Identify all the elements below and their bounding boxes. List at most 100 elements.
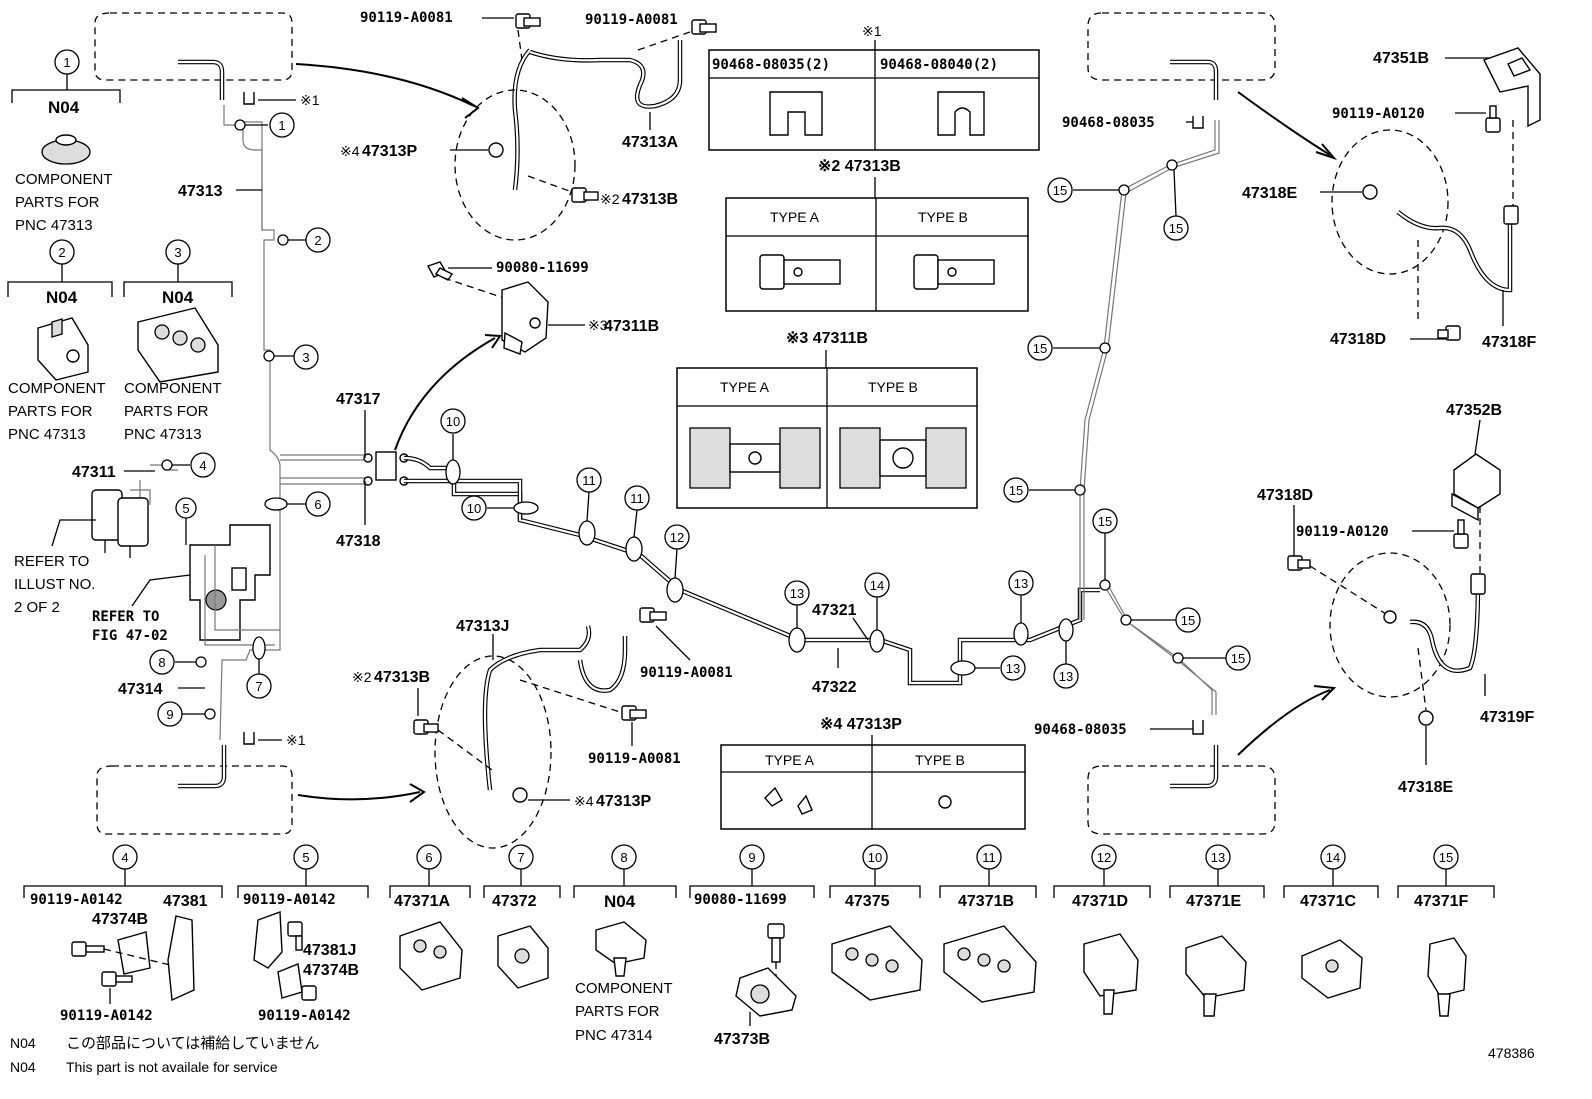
svg-text:47313B: 47313B	[622, 191, 678, 208]
svg-text:ILLUST NO.: ILLUST NO.	[14, 576, 95, 593]
clip-type-a-icon	[764, 786, 783, 807]
diagram-id: 478386	[1488, 1045, 1535, 1061]
note-code: N04	[10, 1035, 36, 1051]
bolt-icon	[571, 187, 599, 203]
union-connector-icon	[375, 451, 397, 481]
table-x2: ※2 47313B TYPE A TYPE B	[725, 158, 1029, 312]
part-47313a-label: 47313A	[622, 134, 678, 151]
svg-text:9: 9	[166, 707, 173, 722]
svg-text:COMPONENT: COMPONENT	[8, 380, 106, 397]
clip-icon	[1192, 116, 1204, 129]
bolt-icon	[301, 985, 317, 1001]
svg-text:90468-08035: 90468-08035	[1034, 722, 1127, 738]
svg-text:2: 2	[314, 233, 321, 248]
svg-text:PNC 47314: PNC 47314	[575, 1027, 653, 1044]
part-47313-label: 47313	[178, 183, 223, 200]
svg-text:10: 10	[868, 850, 882, 865]
bracket-type-a-icon	[689, 427, 821, 489]
svg-text:47318D: 47318D	[1330, 331, 1386, 348]
bottom-group-5: 5 90119-A0142 47381J 47374B 90119-A0142	[237, 844, 369, 1024]
svg-text:15: 15	[1053, 183, 1067, 198]
svg-text:47371A: 47371A	[394, 893, 450, 910]
svg-text:2 OF 2: 2 OF 2	[14, 599, 60, 616]
bottom-group-14: 14 47371C	[1283, 844, 1379, 999]
bolt-icon	[621, 705, 647, 721]
svg-text:90119-A0142: 90119-A0142	[30, 892, 123, 908]
svg-text:13: 13	[1014, 576, 1028, 591]
clip-icon	[1362, 184, 1378, 200]
svg-text:47374B: 47374B	[303, 962, 359, 979]
table-header: TYPE B	[915, 752, 965, 768]
svg-text:9: 9	[748, 850, 755, 865]
svg-text:47371E: 47371E	[1186, 893, 1241, 910]
svg-text:12: 12	[1097, 850, 1111, 865]
part-47317-label: 47317	[336, 391, 381, 408]
svg-text:※4 47313P: ※4 47313P	[820, 716, 902, 733]
component-text-line: PNC 47313	[15, 217, 93, 234]
svg-text:PARTS FOR: PARTS FOR	[575, 1003, 660, 1020]
clamp-block-icon	[37, 317, 89, 381]
svg-text:47371C: 47371C	[1300, 893, 1356, 910]
svg-text:※1: ※1	[286, 732, 306, 748]
svg-text:47374B: 47374B	[92, 911, 148, 928]
group-3-n04: 3 N04 COMPONENT PARTS FOR PNC 47313	[123, 239, 233, 443]
svg-text:11: 11	[982, 850, 996, 865]
group-code: N04	[46, 288, 78, 307]
svg-text:4: 4	[199, 458, 206, 473]
svg-text:※2 47313B: ※2 47313B	[818, 158, 901, 175]
svg-text:15: 15	[1439, 850, 1453, 865]
bracket-47381j-icon	[253, 911, 283, 969]
svg-text:※3: ※3	[588, 317, 608, 333]
bracket-47311b-icon	[501, 281, 549, 355]
bracket-47352b-icon	[1451, 453, 1501, 522]
svg-text:13: 13	[790, 586, 804, 601]
svg-text:47371D: 47371D	[1072, 893, 1128, 910]
clip-type-b-icon	[938, 795, 952, 809]
group-2-n04: 2 N04 COMPONENT PARTS FOR PNC 47313	[7, 239, 113, 443]
bolt-icon	[101, 971, 133, 987]
svg-text:FIG 47-02: FIG 47-02	[92, 628, 168, 644]
svg-text:47375: 47375	[845, 893, 890, 910]
svg-text:47313P: 47313P	[362, 143, 417, 160]
svg-text:90119-A0081: 90119-A0081	[585, 12, 678, 28]
svg-text:47313P: 47313P	[596, 793, 651, 810]
table-header: TYPE A	[765, 752, 815, 768]
bolt-icon	[287, 921, 303, 951]
svg-text:11: 11	[630, 491, 644, 506]
bracket-47351b-icon	[1483, 47, 1541, 128]
svg-text:90119-A0081: 90119-A0081	[588, 751, 681, 767]
svg-text:47318F: 47318F	[1482, 334, 1536, 351]
bolt-icon	[1287, 555, 1311, 571]
table-x3: ※3 47311B TYPE A TYPE B	[676, 330, 978, 509]
svg-text:13: 13	[1211, 850, 1225, 865]
svg-text:47318D: 47318D	[1257, 487, 1313, 504]
clip-icon	[1418, 710, 1434, 726]
clip-icon	[769, 91, 823, 136]
group-code: N04	[48, 98, 80, 117]
note-english: This part is not availale for service	[66, 1059, 278, 1075]
callout-number: 1	[63, 55, 70, 70]
clip-icon	[937, 91, 985, 136]
part-47313j-label: 47313J	[456, 618, 509, 635]
svg-text:COMPONENT: COMPONENT	[575, 980, 673, 997]
table-header: TYPE A	[770, 209, 820, 225]
svg-text:※2: ※2	[600, 191, 620, 207]
svg-text:3: 3	[302, 350, 309, 365]
svg-text:90119-A0142: 90119-A0142	[60, 1008, 153, 1024]
table-x4: ※4 47313P TYPE A TYPE B	[720, 716, 1026, 830]
svg-text:12: 12	[670, 530, 684, 545]
svg-text:※1: ※1	[300, 92, 320, 108]
svg-text:90119-A0142: 90119-A0142	[243, 892, 336, 908]
svg-text:※2: ※2	[352, 669, 372, 685]
part-47322-label: 47322	[812, 679, 857, 696]
svg-text:※4: ※4	[574, 793, 594, 809]
svg-text:13: 13	[1006, 661, 1020, 676]
svg-text:10: 10	[446, 414, 460, 429]
svg-text:90119-A0120: 90119-A0120	[1332, 106, 1425, 122]
svg-text:REFER TO: REFER TO	[14, 553, 89, 570]
svg-text:47381J: 47381J	[303, 942, 356, 959]
svg-text:47381: 47381	[163, 893, 208, 910]
clamp-47371f-icon	[1427, 937, 1467, 997]
svg-text:47371F: 47371F	[1414, 893, 1468, 910]
svg-text:90468-08035: 90468-08035	[1062, 115, 1155, 131]
